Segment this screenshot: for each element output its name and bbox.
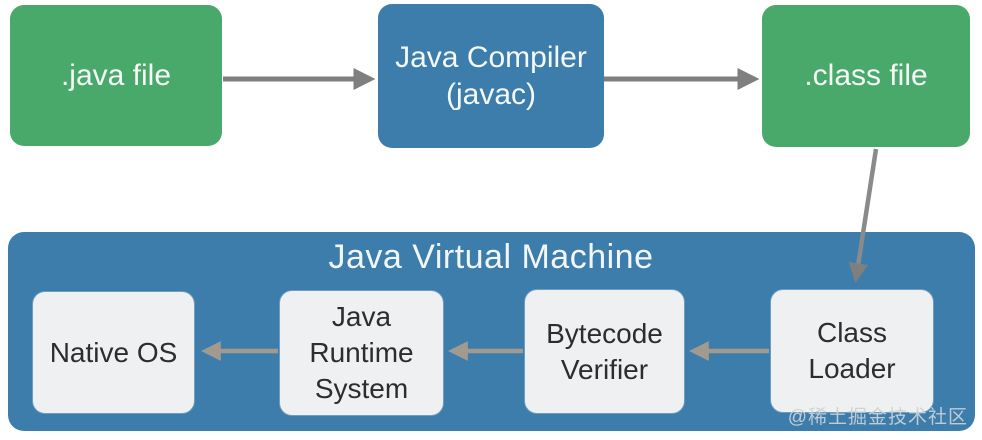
node-class-file-label: .class file xyxy=(804,59,928,92)
jvm-title: Java Virtual Machine xyxy=(328,238,654,276)
node-java-file-label: .java file xyxy=(60,58,172,92)
node-native-os-label: Native OS xyxy=(49,336,178,368)
node-bytecode-verifier: Bytecode Verifier xyxy=(525,290,684,413)
node-native-os: Native OS xyxy=(33,292,194,413)
node-java-file: .java file xyxy=(10,5,222,146)
node-class-loader: Class Loader xyxy=(771,290,933,412)
node-bytecode-verifier-label: Bytecode Verifier xyxy=(546,317,663,385)
watermark: @稀土掘金技术社区 xyxy=(787,407,968,428)
node-java-runtime-system: Java Runtime System xyxy=(280,291,443,415)
node-class-file: .class file xyxy=(762,5,970,147)
node-class-loader-label: Class Loader xyxy=(808,317,896,384)
node-java-runtime-system-label: Java Runtime System xyxy=(309,301,414,404)
node-java-compiler: Java Compiler (javac) xyxy=(378,4,604,148)
node-java-compiler-label: Java Compiler (javac) xyxy=(395,40,587,112)
